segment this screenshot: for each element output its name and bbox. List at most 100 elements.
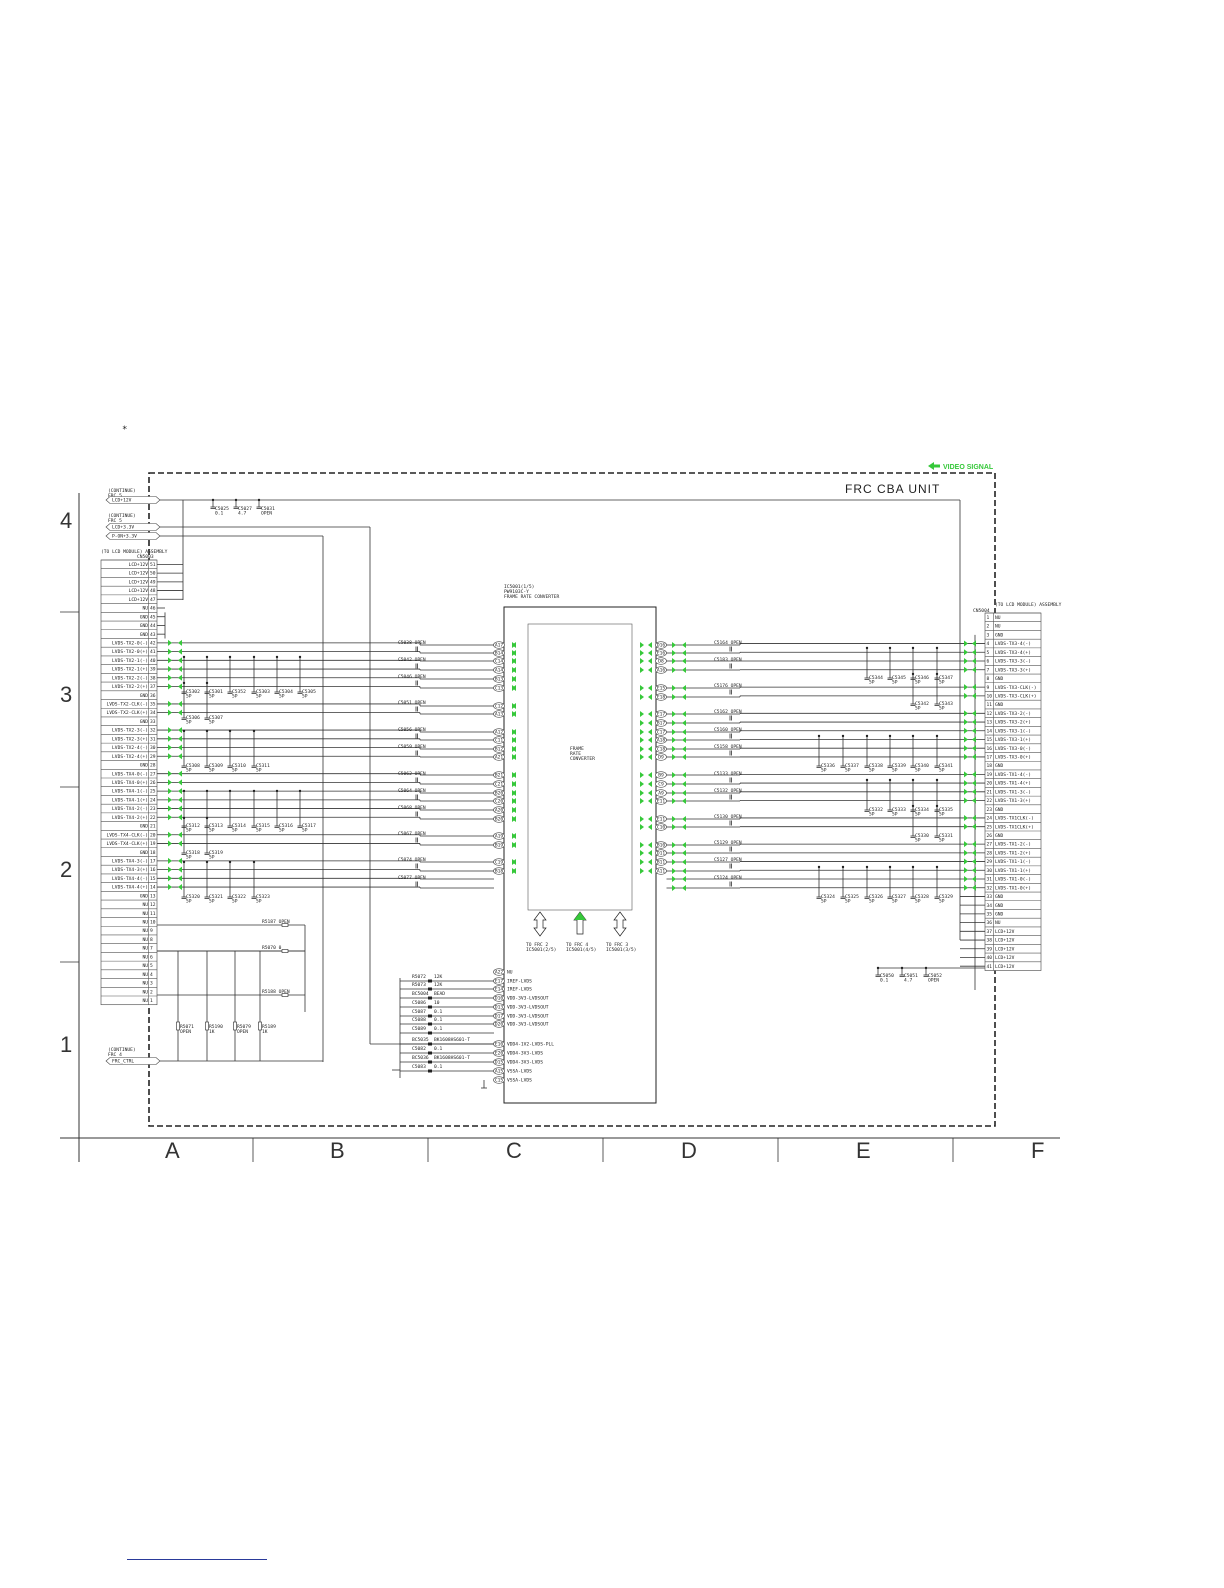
signal-arrow-icon xyxy=(682,798,686,804)
cn5003-pin-number: 10 xyxy=(150,920,156,926)
ic-pin-right xyxy=(655,780,667,788)
signal-arrow-icon xyxy=(168,744,172,751)
shunt-cap-right-ref: C5344 xyxy=(869,675,883,681)
signal-arrow-icon xyxy=(178,727,182,734)
signal-arrow-icon xyxy=(964,736,968,743)
ic-pin-bottom-name: VDD-3V3-LVDSOUT xyxy=(507,1005,549,1011)
cn5003-pin-name: LVDS-TX4-3(-) xyxy=(112,858,148,864)
cn5004-pin-name: LVDS-TX3-2(+) xyxy=(995,720,1031,726)
cn5004-body xyxy=(984,612,1042,971)
shunt-cap-left-ref: C5313 xyxy=(209,823,223,829)
signal-arrow-icon xyxy=(972,858,976,865)
cn5004-pin-number: 8 xyxy=(987,676,990,682)
ic-pin-left xyxy=(493,641,505,649)
lower-part-label: R5187 OPEN xyxy=(262,919,290,925)
resistor-body xyxy=(176,1021,180,1031)
ic-pin-right-label: A18 xyxy=(657,738,666,744)
part-body xyxy=(428,1005,432,1009)
shunt-cap-right-ref: C5337 xyxy=(845,763,859,769)
cn5003-pin-number: 5 xyxy=(150,963,153,969)
series-cap-left-label: C5042 OPEN xyxy=(398,657,426,663)
ic-pin-bottom-label: E14 xyxy=(495,987,504,993)
signal-arrow-icon xyxy=(672,658,676,664)
cn5004-pin-number: 33 xyxy=(987,894,993,900)
ic-pin-right xyxy=(655,753,667,761)
cn5004-pin-name: LVDS-TX1-3(+) xyxy=(995,798,1031,804)
cn5004-pin-number: 10 xyxy=(987,693,993,699)
shunt-cap-right-value: 5P xyxy=(915,706,921,712)
shunt-cap-right-ref: C5324 xyxy=(821,894,835,900)
ic5001-inner-label: CONVERTER xyxy=(570,756,595,762)
junction-dot xyxy=(924,966,928,970)
ic5001-ref-line: PW9103C-Y xyxy=(504,589,529,595)
series-cap-left-label: C5059 OPEN xyxy=(398,744,426,750)
part-body xyxy=(428,1042,432,1046)
shunt-cap-right-ref: C5338 xyxy=(869,763,883,769)
cn5004-pin-name: GND xyxy=(995,894,1004,900)
ic-pin-left-label: B13 xyxy=(495,677,504,683)
bottom-part-ref: C5082 xyxy=(412,1046,426,1052)
continue-tag-label: (CONTINUE) xyxy=(108,513,136,519)
shunt-cap-right-ref: C5339 xyxy=(892,763,906,769)
shunt-cap-right-ref: C5341 xyxy=(939,763,953,769)
junction-dot xyxy=(888,865,892,869)
junction-dot xyxy=(205,655,209,659)
signal-arrow-icon xyxy=(964,841,968,848)
ic-pin-right xyxy=(655,693,667,701)
net-flag xyxy=(105,1057,161,1065)
cn5004-pin-number: 29 xyxy=(987,859,993,865)
junction-dot xyxy=(205,816,209,820)
cn5003-pin-name: LVDS-TX2-3(-) xyxy=(112,728,148,734)
top-cap-value: 4.7 xyxy=(238,511,247,517)
signal-arrow-icon xyxy=(512,816,516,822)
ic-pin-left-label: C12 xyxy=(495,704,504,710)
ic-pin-bottom xyxy=(493,1076,505,1084)
signal-arrow-icon xyxy=(168,683,172,690)
cn5003-pin-number: 43 xyxy=(150,632,156,638)
lower-part-label: R5188 OPEN xyxy=(262,989,290,995)
signal-arrow-icon xyxy=(648,842,652,848)
ic-pin-right-label: D11 xyxy=(657,851,666,857)
cn5003-pin-name: NU xyxy=(142,972,148,978)
signal-arrow-icon xyxy=(648,746,652,752)
junction-dot xyxy=(911,646,915,650)
ic-pin-left-label: B21 xyxy=(495,773,504,779)
signal-arrow-icon xyxy=(640,781,644,787)
signal-arrow-icon xyxy=(178,796,182,803)
junction-dot xyxy=(888,734,892,738)
ic-pin-bottom xyxy=(493,1020,505,1028)
shunt-cap-left-value: 5P xyxy=(186,855,192,861)
cn5003-pin-number: 33 xyxy=(150,719,156,725)
cn5003-pin-name: NU xyxy=(142,963,148,969)
footer-rule xyxy=(127,1559,267,1560)
shunt-cap-left-ref: C5303 xyxy=(256,689,270,695)
signal-arrow-icon xyxy=(972,771,976,778)
series-cap-right-label: C5133 OPEN xyxy=(714,771,742,777)
cn5004-pin-number: 22 xyxy=(987,798,993,804)
signal-arrow-icon xyxy=(168,700,172,707)
ic-pin-left-label: C19 xyxy=(495,860,504,866)
shunt-cap-right-value: 5P xyxy=(939,812,945,818)
row-label-4: 4 xyxy=(60,508,72,533)
bottom-part-ref: R5072 xyxy=(412,974,426,980)
cn5003-pin-number: 50 xyxy=(150,571,156,577)
lower-vertical-part-ref: R5190 xyxy=(209,1024,223,1030)
ic-pin-left xyxy=(493,858,505,866)
cn5003-pin-number: 45 xyxy=(150,614,156,620)
ic-pin-left-label: A14 xyxy=(495,668,504,674)
signal-arrow-icon xyxy=(648,790,652,796)
signal-arrow-icon xyxy=(178,814,182,821)
part-body xyxy=(428,996,432,1000)
shunt-cap-right-ref: C5343 xyxy=(939,701,953,707)
cn5004-pin-number: 5 xyxy=(987,650,990,656)
cn5003-pin-number: 36 xyxy=(150,693,156,699)
signal-arrow-icon xyxy=(178,788,182,795)
net-flag-name: P-ON+3.3V xyxy=(112,534,137,540)
cn5004-pin-number: 21 xyxy=(987,789,993,795)
part-body xyxy=(428,979,432,983)
bottom-part-ref: C5086 xyxy=(412,1000,426,1006)
ic-pin-right-label: C9 xyxy=(658,782,664,788)
